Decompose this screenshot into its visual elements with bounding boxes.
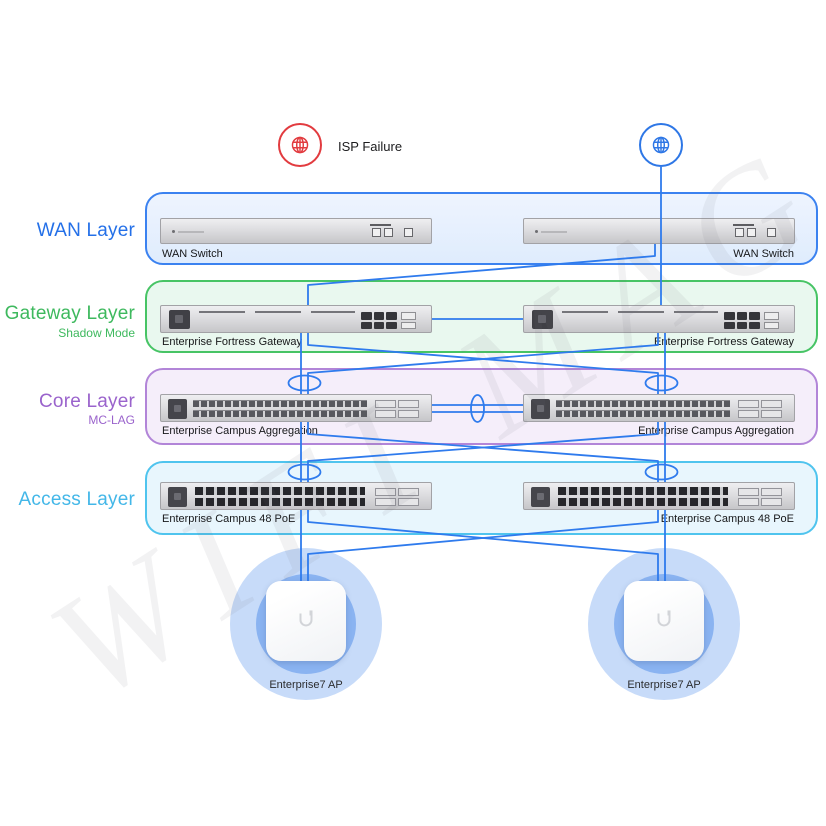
access-switch-device-left xyxy=(160,482,432,510)
gateway-layer-sublabel: Shadow Mode xyxy=(58,326,135,340)
device-label: WAN Switch xyxy=(162,248,223,260)
gateway-layer-label: Gateway Layer xyxy=(4,303,135,324)
device-label: Enterprise Campus Aggregation xyxy=(638,425,794,437)
ap-label: Enterprise7 AP xyxy=(269,679,343,691)
wan-layer-label: WAN Layer xyxy=(36,220,135,241)
device-label: Enterprise Campus 48 PoE xyxy=(660,513,794,525)
internet-node xyxy=(639,123,683,167)
gateway-device-left xyxy=(160,305,432,333)
wan-switch-device-right xyxy=(523,218,795,244)
core-switch-device-left xyxy=(160,394,432,422)
globe-failure-icon xyxy=(291,136,309,154)
core-layer-sublabel: MC-LAG xyxy=(88,413,135,427)
core-layer-label: Core Layer xyxy=(39,391,135,412)
ubiquiti-logo-icon xyxy=(299,610,313,627)
ap-label: Enterprise7 AP xyxy=(627,679,701,691)
device-label: Enterprise Fortress Gateway xyxy=(654,336,794,348)
device-label: WAN Switch xyxy=(733,248,794,260)
gateway-device-right xyxy=(523,305,795,333)
access-point-device-left xyxy=(266,581,346,661)
access-layer-label: Access Layer xyxy=(18,489,135,510)
device-label: Enterprise Campus 48 PoE xyxy=(162,513,296,525)
device-label: Enterprise Campus Aggregation xyxy=(162,425,318,437)
access-switch-device-right xyxy=(523,482,795,510)
access-point-device-right xyxy=(624,581,704,661)
globe-internet-icon xyxy=(652,136,670,154)
isp-failure-node xyxy=(278,123,322,167)
isp-failure-label: ISP Failure xyxy=(338,139,403,154)
core-switch-device-right xyxy=(523,394,795,422)
device-label: Enterprise Fortress Gateway xyxy=(162,336,302,348)
wan-switch-device-left xyxy=(160,218,432,244)
ubiquiti-logo-icon xyxy=(657,610,671,627)
